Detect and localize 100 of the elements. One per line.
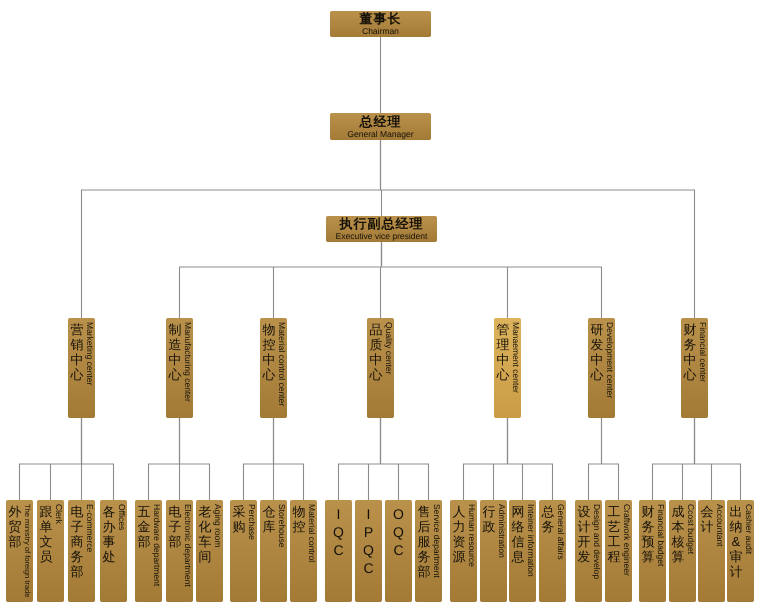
department-box xyxy=(325,500,352,602)
chinese-name: IPQC xyxy=(362,505,374,577)
connector-line xyxy=(380,242,602,318)
department-box xyxy=(727,500,754,602)
english-name: Storehouse xyxy=(277,504,286,548)
connector-line xyxy=(506,418,554,500)
connector-line xyxy=(380,140,696,318)
department-box xyxy=(230,500,257,602)
chinese-name: 电子部 xyxy=(168,504,182,549)
chinese-name: 制造中心 xyxy=(168,322,182,382)
department-box xyxy=(415,500,442,602)
chinese-name: 工艺工程 xyxy=(607,504,621,564)
department-box xyxy=(698,500,725,602)
chinese-name: 成本核算 xyxy=(671,504,685,564)
department-box xyxy=(68,500,95,602)
chinese-name: 财务预算 xyxy=(641,504,655,564)
department-box xyxy=(605,500,632,602)
english-name: Executive vice president xyxy=(336,231,428,241)
center-box xyxy=(166,318,193,418)
connector-line xyxy=(694,418,742,500)
connector-line xyxy=(178,418,210,500)
department-box xyxy=(196,500,223,602)
chinese-name: 执行副总经理 xyxy=(340,217,424,231)
chinese-name: 网络信息 xyxy=(511,504,525,564)
chinese-name: 行政 xyxy=(482,504,496,534)
department-box xyxy=(355,500,382,602)
center-box xyxy=(68,318,95,418)
english-name: Electronic department xyxy=(183,504,192,587)
english-name: Administration xyxy=(497,504,506,558)
english-name: Financial center xyxy=(698,322,707,382)
position-box xyxy=(326,216,437,242)
position-box xyxy=(330,11,431,37)
department-box xyxy=(260,500,287,602)
english-name: E-commerce xyxy=(85,504,94,552)
chinese-name: 设计开发 xyxy=(577,504,591,564)
chinese-name: 管理中心 xyxy=(496,322,510,382)
chinese-name: 仓库 xyxy=(262,504,276,534)
english-name: Accountant xyxy=(715,504,724,547)
department-box xyxy=(6,500,33,602)
chinese-name: IQC xyxy=(332,505,344,559)
chinese-name: 会计 xyxy=(700,504,714,534)
english-name: Manufacturing center xyxy=(183,322,192,402)
english-name: General Manager xyxy=(347,128,414,138)
position-box xyxy=(330,113,431,140)
center-box xyxy=(588,318,615,418)
english-name: Hardware department xyxy=(152,504,161,586)
department-box xyxy=(100,500,127,602)
connector-line xyxy=(380,37,382,113)
english-name: General affairs xyxy=(556,504,565,560)
english-name: Marketing center xyxy=(85,322,94,386)
chinese-name: 人力资源 xyxy=(452,504,466,564)
english-name: Ccost budget xyxy=(686,504,695,554)
english-name: Chairman xyxy=(362,26,399,36)
department-box xyxy=(575,500,602,602)
connector-line xyxy=(80,418,114,500)
english-name: Aging room xyxy=(213,504,222,548)
chinese-name: 售后服务部 xyxy=(417,504,431,579)
english-name: Manaement center xyxy=(511,322,520,393)
chinese-name: 跟单文员 xyxy=(39,504,53,564)
department-box xyxy=(669,500,696,602)
chinese-name: 物控 xyxy=(292,504,306,534)
english-name: Perchase xyxy=(247,504,256,540)
chinese-name: 财务中心 xyxy=(683,322,697,382)
department-box xyxy=(450,500,477,602)
chinese-name: 总经理 xyxy=(360,114,402,128)
center-box xyxy=(681,318,708,418)
chinese-name: 总务 xyxy=(541,504,555,534)
chinese-name: 研发中心 xyxy=(590,322,604,382)
english-name: Human resource xyxy=(467,504,476,567)
english-name: Quality center xyxy=(384,322,393,374)
english-name: Inteiner information xyxy=(526,504,535,577)
english-name: Material control center xyxy=(277,322,286,406)
chinese-name: OQC xyxy=(392,505,404,559)
connector-line xyxy=(272,418,304,500)
connector-line xyxy=(380,418,430,500)
chinese-name: 各办事处 xyxy=(102,504,116,564)
department-box xyxy=(37,500,64,602)
english-name: Service department xyxy=(432,504,441,578)
chinese-name: 出纳&审计 xyxy=(729,504,743,579)
chinese-name: 采购 xyxy=(232,504,246,534)
department-box xyxy=(166,500,193,602)
english-name: Development center xyxy=(605,322,614,398)
department-box xyxy=(539,500,566,602)
english-name: Clerk xyxy=(54,504,63,524)
department-box xyxy=(509,500,536,602)
chinese-name: 董事长 xyxy=(360,12,402,26)
department-box xyxy=(639,500,666,602)
center-box xyxy=(367,318,394,418)
chinese-name: 物控中心 xyxy=(262,322,276,382)
english-name: Offices xyxy=(117,504,126,530)
english-name: Financial badget xyxy=(656,504,665,566)
department-box xyxy=(135,500,162,602)
english-name: Material control xyxy=(307,504,316,562)
english-name: Design and develop xyxy=(592,504,601,580)
department-box xyxy=(290,500,317,602)
english-name: Craftwork engineer xyxy=(622,504,631,576)
chinese-name: 老化车间 xyxy=(198,504,212,564)
center-box xyxy=(260,318,287,418)
chinese-name: 五金部 xyxy=(137,504,151,549)
chinese-name: 营销中心 xyxy=(70,322,84,382)
